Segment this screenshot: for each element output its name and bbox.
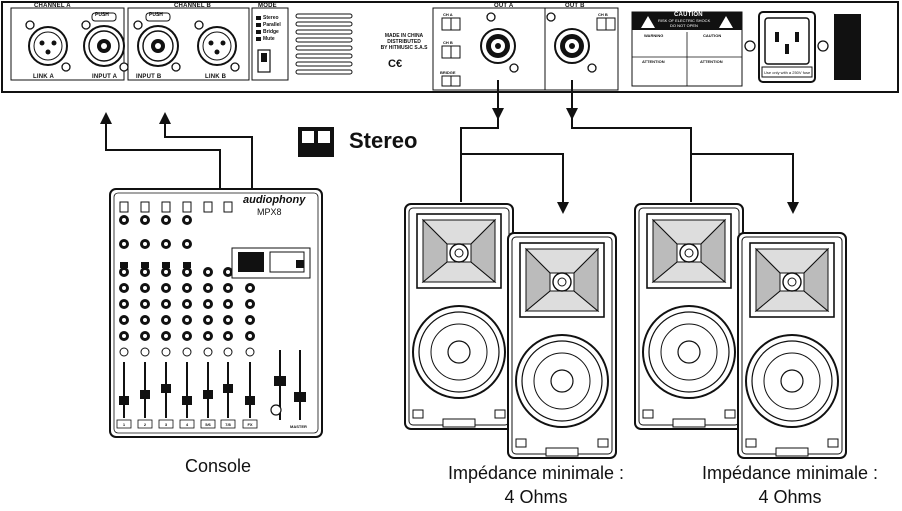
channel-a-title: CHANNEL A	[34, 3, 71, 9]
ch-b-right-label: CH B	[598, 12, 608, 17]
input-b-label: INPUT B	[136, 74, 162, 80]
mixer-channel-strip	[179, 201, 195, 429]
mixer-channel-strip	[116, 201, 132, 429]
push-label-b: PUSH	[149, 12, 163, 18]
out-a-title: OUT A	[494, 3, 514, 9]
mixer-channel-strip	[158, 201, 174, 429]
mixer-master-label: MASTER	[290, 424, 307, 429]
mixer-channel-label: 4	[185, 422, 189, 427]
mixer-channel-strip	[137, 201, 153, 429]
caution-subtitle: RISK OF ELECTRIC SHOCK	[658, 18, 711, 23]
channel-b-title: CHANNEL B	[174, 3, 212, 9]
ch-b-mid-label: CH B	[443, 40, 453, 45]
mixer-console	[109, 188, 323, 438]
impedance-right-line2: 4 Ohms	[758, 487, 822, 507]
mixer-channel-strip	[200, 201, 216, 429]
mixer-channel-label: 7/8	[225, 422, 231, 427]
cables	[100, 80, 799, 214]
mixer-channel-label: 3	[164, 422, 168, 427]
impedance-left-line1: Impédance minimale :	[447, 463, 625, 483]
warning-label: WARNING	[644, 33, 664, 38]
console-caption: Console	[184, 456, 252, 476]
attention-label-2: ATTENTION	[700, 59, 723, 64]
mixer-model: MPX8	[257, 207, 282, 217]
out-b-title: OUT B	[565, 3, 585, 9]
mode-option-mute: Mute	[263, 36, 275, 42]
mode-option-parallel: Parallel	[263, 22, 281, 28]
caution-label-2: CAUTION	[703, 33, 722, 38]
caution-title: CAUTION	[674, 12, 703, 18]
mode-option-stereo: Stereo	[263, 15, 279, 21]
hitmusic-text: BY HITMUSIC S.A.S	[380, 45, 428, 51]
mixer-channel-strip	[220, 201, 236, 429]
mixer-channel-label: FX	[247, 422, 253, 427]
link-b-label: LINK B	[205, 74, 227, 80]
input-a-label: INPUT A	[92, 74, 118, 80]
mode-title: MODE	[258, 3, 277, 9]
bridge-label: BRIDGE	[440, 70, 456, 75]
link-a-label: LINK A	[33, 74, 54, 80]
mixer-channel-label: 1	[122, 422, 126, 427]
push-label-a: PUSH	[95, 12, 109, 18]
ce-mark: C€	[388, 58, 403, 70]
mixer-channel-label: 5/6	[205, 422, 211, 427]
stereo-mode-label: Stereo	[349, 128, 418, 153]
attention-label-1: ATTENTION	[642, 59, 665, 64]
distributed-text: DISTRIBUTED	[387, 39, 421, 45]
impedance-right-line1: Impédance minimale :	[701, 463, 879, 483]
speakers	[404, 203, 847, 459]
mixer-channel-label: 2	[143, 422, 147, 427]
fuse-note: Use only with a 250V fuse	[764, 70, 811, 75]
mixer-brand: audiophony	[243, 194, 306, 206]
ch-a-label: CH A	[443, 12, 453, 17]
made-in-china: MADE IN CHINA	[384, 33, 424, 39]
amplifier-rear-panel	[1, 1, 899, 93]
mode-option-bridge: Bridge	[263, 29, 279, 35]
caution-subtitle-2: DO NOT OPEN	[670, 23, 698, 28]
impedance-left-line2: 4 Ohms	[504, 487, 568, 507]
